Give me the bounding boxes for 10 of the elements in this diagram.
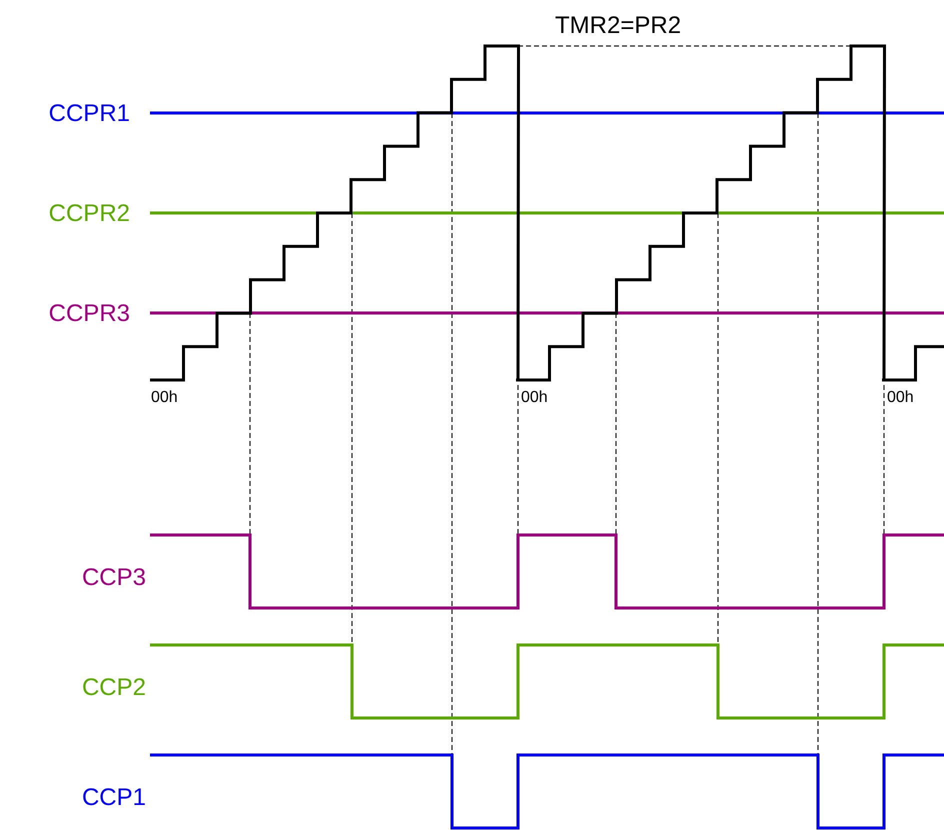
timer-value-label: 00h — [151, 390, 178, 406]
signal-label: CCP2 — [82, 676, 146, 700]
timer-value-label: 00h — [521, 390, 548, 406]
signal-label: CCPR3 — [48, 302, 130, 326]
signal-label: CCPR1 — [48, 102, 130, 126]
signal-label: CCP3 — [82, 566, 146, 590]
signal-label: CCPR2 — [48, 202, 130, 226]
signal-label: CCP1 — [82, 786, 146, 810]
timer-value-label: 00h — [887, 390, 914, 406]
event-label: TMR2=PR2 — [555, 14, 682, 38]
